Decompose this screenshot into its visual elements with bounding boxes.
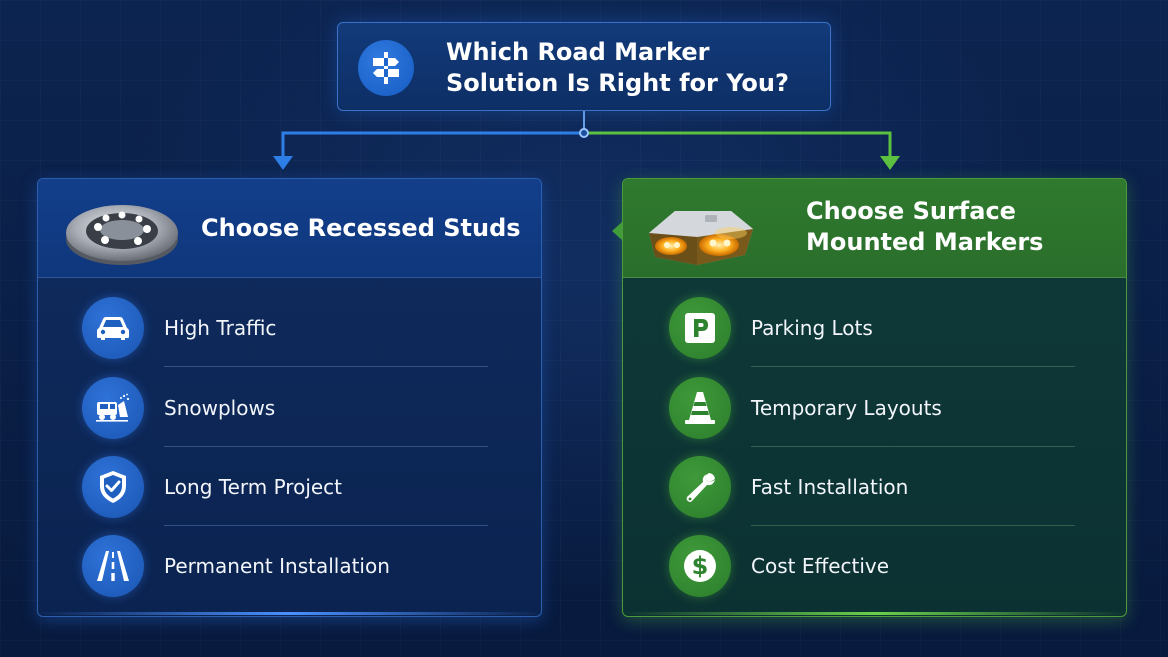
title-line-2: Solution Is Right for You? xyxy=(446,69,789,97)
divider xyxy=(164,366,488,367)
shield-check-icon xyxy=(82,456,144,518)
surface-title-line-2: Mounted Markers xyxy=(806,228,1044,256)
road-icon xyxy=(82,535,144,597)
list-item: Fast Installation xyxy=(623,445,1126,526)
item-label: Cost Effective xyxy=(751,554,890,578)
list-item: Parking Lots xyxy=(623,286,1126,367)
item-label: Parking Lots xyxy=(751,316,873,340)
svg-text:$: $ xyxy=(692,552,709,580)
left-panel-glow xyxy=(37,612,542,615)
item-label: Temporary Layouts xyxy=(751,396,942,420)
item-label: Snowplows xyxy=(164,396,276,420)
surface-markers-title: Choose Surface Mounted Markers xyxy=(806,196,1043,258)
list-item: Temporary Layouts xyxy=(623,366,1126,447)
surface-markers-header: Choose Surface Mounted Markers xyxy=(623,179,1126,278)
divider xyxy=(751,446,1075,447)
list-item: Permanent Installation xyxy=(38,524,541,604)
question-header: Which Road Marker Solution Is Right for … xyxy=(337,22,831,111)
snowplow-icon xyxy=(82,377,144,439)
list-item: Snowplows xyxy=(38,366,541,447)
recessed-studs-panel: Choose Recessed Studs High Traffic xyxy=(37,178,542,617)
surface-marker-image xyxy=(649,211,753,265)
traffic-cone-icon xyxy=(669,377,731,439)
page-title: Which Road Marker Solution Is Right for … xyxy=(446,37,816,99)
recessed-studs-header: Choose Recessed Studs xyxy=(38,179,541,278)
list-item: $ Cost Effective xyxy=(623,524,1126,604)
item-label: Fast Installation xyxy=(751,475,909,499)
parking-icon xyxy=(669,297,731,359)
divider xyxy=(164,525,488,526)
dollar-icon: $ xyxy=(669,535,731,597)
item-label: High Traffic xyxy=(164,316,277,340)
divider xyxy=(164,446,488,447)
recessed-studs-title-text: Choose Recessed Studs xyxy=(201,214,521,242)
divider xyxy=(751,366,1075,367)
list-item: High Traffic xyxy=(38,286,541,367)
recessed-studs-title: Choose Recessed Studs xyxy=(201,213,521,244)
list-item: Long Term Project xyxy=(38,445,541,526)
right-panel-glow xyxy=(622,612,1127,615)
item-label: Long Term Project xyxy=(164,475,343,499)
recessed-stud-image xyxy=(66,205,178,265)
title-line-1: Which Road Marker xyxy=(446,38,710,66)
wrench-icon xyxy=(669,456,731,518)
signpost-icon xyxy=(358,40,414,96)
surface-markers-panel: Choose Surface Mounted Markers Parking L… xyxy=(622,178,1127,617)
item-label: Permanent Installation xyxy=(164,554,390,578)
car-icon xyxy=(82,297,144,359)
divider xyxy=(751,525,1075,526)
surface-title-line-1: Choose Surface xyxy=(806,197,1016,225)
